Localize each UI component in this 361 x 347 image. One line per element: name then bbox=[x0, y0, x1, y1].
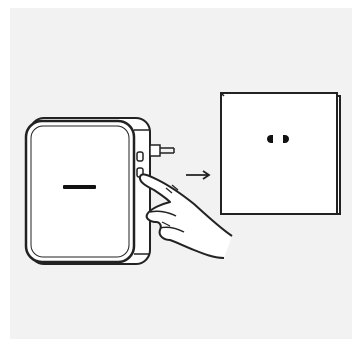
hand-icon bbox=[140, 174, 232, 258]
wall-socket-icon bbox=[221, 93, 340, 214]
plug-in-receiver-icon bbox=[26, 118, 174, 264]
arrow-right-icon bbox=[186, 171, 209, 179]
